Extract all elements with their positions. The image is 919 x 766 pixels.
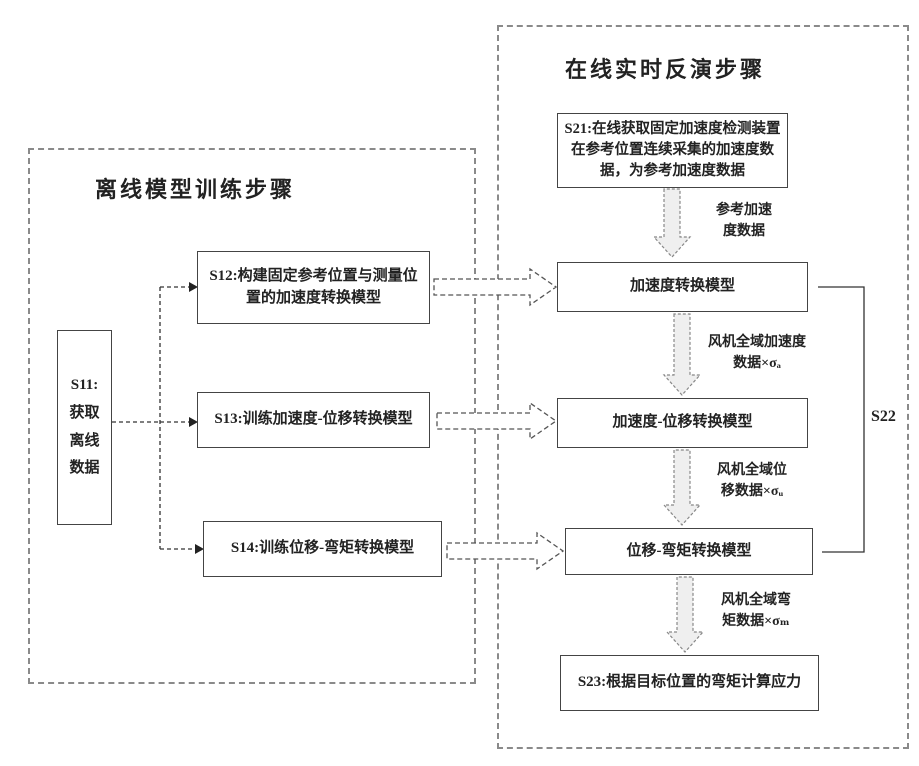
block-arrow-disp-to-moment-model <box>662 449 702 526</box>
box-s21-acquire-reference-accel-data: S21:在线获取固定加速度检测装置在参考位置连续采集的加速度数据，为参考加速度数… <box>557 113 788 188</box>
online-inversion-panel <box>497 25 909 749</box>
block-arrow-s13-to-accel-disp-model <box>436 401 558 441</box>
box-s11-acquire-offline-data: S11: 获取 离线 数据 <box>57 330 112 525</box>
box-accel-disp-conversion-model: 加速度-位移转换模型 <box>557 398 808 448</box>
label-reference-accel-data: 参考加速 度数据 <box>716 203 772 239</box>
label-s22: S22 <box>871 408 896 425</box>
arrowhead-s14 <box>195 544 204 554</box>
block-arrow-accel-to-disp-model <box>662 313 702 396</box>
label-global-disp-data: 风机全域位 移数据×σᵤ <box>717 463 787 499</box>
box-s14-train-disp-moment-model: S14:训练位移-弯矩转换模型 <box>203 521 442 577</box>
block-arrow-s12-to-accel-model <box>433 267 558 307</box>
box-s13-train-accel-disp-model: S13:训练加速度-位移转换模型 <box>197 392 430 448</box>
label-global-accel-data: 风机全域加速度 数据×σₐ <box>708 335 806 371</box>
block-arrow-s14-to-disp-moment-model <box>446 531 565 571</box>
block-arrow-s21-to-accel-model <box>652 188 692 258</box>
offline-panel-title: 离线模型训练步骤 <box>95 177 296 202</box>
s22-bracket <box>818 286 865 553</box>
box-s12-build-accel-conversion-model: S12:构建固定参考位置与测量位置的加速度转换模型 <box>197 251 430 324</box>
box-accel-conversion-model: 加速度转换模型 <box>557 262 808 312</box>
block-arrow-moment-to-s23 <box>665 576 705 653</box>
online-panel-title: 在线实时反演步骤 <box>564 57 765 82</box>
box-disp-moment-conversion-model: 位移-弯矩转换模型 <box>565 528 813 575</box>
box-s23-compute-stress: S23:根据目标位置的弯矩计算应力 <box>560 655 819 711</box>
arrowhead-s13 <box>189 417 198 427</box>
label-global-moment-data: 风机全域弯 矩数据×σₘ <box>721 593 791 629</box>
arrowhead-s12 <box>189 282 198 292</box>
